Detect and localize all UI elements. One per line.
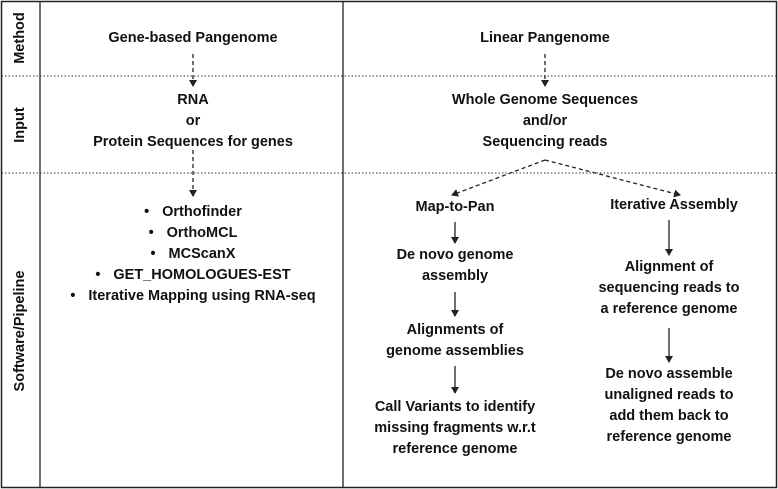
iterative-step1-line1: Alignment of	[624, 259, 714, 275]
tool-name: GET_HOMOLOGUES-EST	[113, 267, 291, 283]
gene-based-method-title: Gene-based Pangenome	[108, 30, 278, 46]
map-to-pan-step1-line1: De novo genome	[396, 247, 514, 263]
gene-input-line3: Protein Sequences for genes	[93, 134, 293, 150]
map-to-pan-step2: Alignments of genome assemblies	[355, 320, 555, 362]
linear-input-line1: Whole Genome Sequences	[451, 92, 639, 108]
tool-name: OrthoMCL	[166, 225, 238, 241]
row-label-method: Method	[12, 12, 28, 64]
tool-name: Iterative Mapping using RNA-seq	[88, 288, 316, 304]
gene-input-line2: or	[185, 113, 201, 129]
map-to-pan-step3-line2: missing fragments w.r.t	[374, 420, 536, 436]
bullet-icon: •	[150, 246, 156, 262]
iterative-step1-line3: a reference genome	[600, 301, 738, 317]
map-to-pan-step3-line1: Call Variants to identify	[374, 399, 536, 415]
list-item: • GET_HOMOLOGUES-EST	[43, 265, 343, 286]
iterative-step2-line2: unaligned reads to	[604, 387, 734, 403]
linear-input-line3: Sequencing reads	[482, 134, 608, 150]
list-item: • OrthoMCL	[43, 223, 343, 244]
map-to-pan-step3-line3: reference genome	[392, 441, 518, 457]
list-item: • Orthofinder	[43, 202, 343, 223]
iterative-step1-line2: sequencing reads to	[598, 280, 740, 296]
gene-based-tools-list: • Orthofinder • OrthoMCL • MCScanX • GET_HOM…	[43, 202, 343, 307]
map-to-pan-step2-line1: Alignments of	[406, 322, 504, 338]
arrow-input-to-map-to-pan	[451, 159, 546, 197]
iterative-step2-line4: reference genome	[606, 429, 732, 445]
row-label-input: Input	[12, 107, 28, 143]
linear-method-title: Linear Pangenome	[480, 30, 610, 46]
iterative-assembly-step1: Alignment of sequencing reads to a refer…	[569, 257, 769, 320]
list-item: • Iterative Mapping using RNA-seq	[43, 286, 343, 307]
tool-name: Orthofinder	[162, 204, 242, 220]
bullet-icon: •	[148, 225, 154, 241]
bullet-icon: •	[70, 288, 76, 304]
map-to-pan-step3: Call Variants to identify missing fragme…	[355, 397, 555, 460]
iterative-step2-line3: add them back to	[609, 408, 729, 424]
map-to-pan-step1: De novo genome assembly	[355, 245, 555, 287]
iterative-assembly-title: Iterative Assembly	[610, 197, 738, 213]
bullet-icon: •	[95, 267, 101, 283]
list-item: • MCScanX	[43, 244, 343, 265]
map-to-pan-step2-line2: genome assemblies	[386, 343, 524, 359]
gene-input-line1: RNA	[177, 92, 209, 108]
map-to-pan-title: Map-to-Pan	[415, 199, 495, 215]
iterative-assembly-step2: De novo assemble unaligned reads to add …	[569, 364, 769, 448]
iterative-step2-line1: De novo assemble	[605, 366, 733, 382]
row-label-software: Software/Pipeline	[12, 270, 28, 392]
linear-input-line2: and/or	[522, 113, 568, 129]
tool-name: MCScanX	[168, 246, 236, 262]
gene-based-input: RNA or Protein Sequences for genes	[43, 90, 343, 153]
linear-input: Whole Genome Sequences and/or Sequencing…	[345, 90, 745, 153]
arrow-input-to-iterative-assembly	[544, 159, 681, 198]
map-to-pan-step1-line2: assembly	[421, 268, 489, 284]
bullet-icon: •	[144, 204, 150, 220]
